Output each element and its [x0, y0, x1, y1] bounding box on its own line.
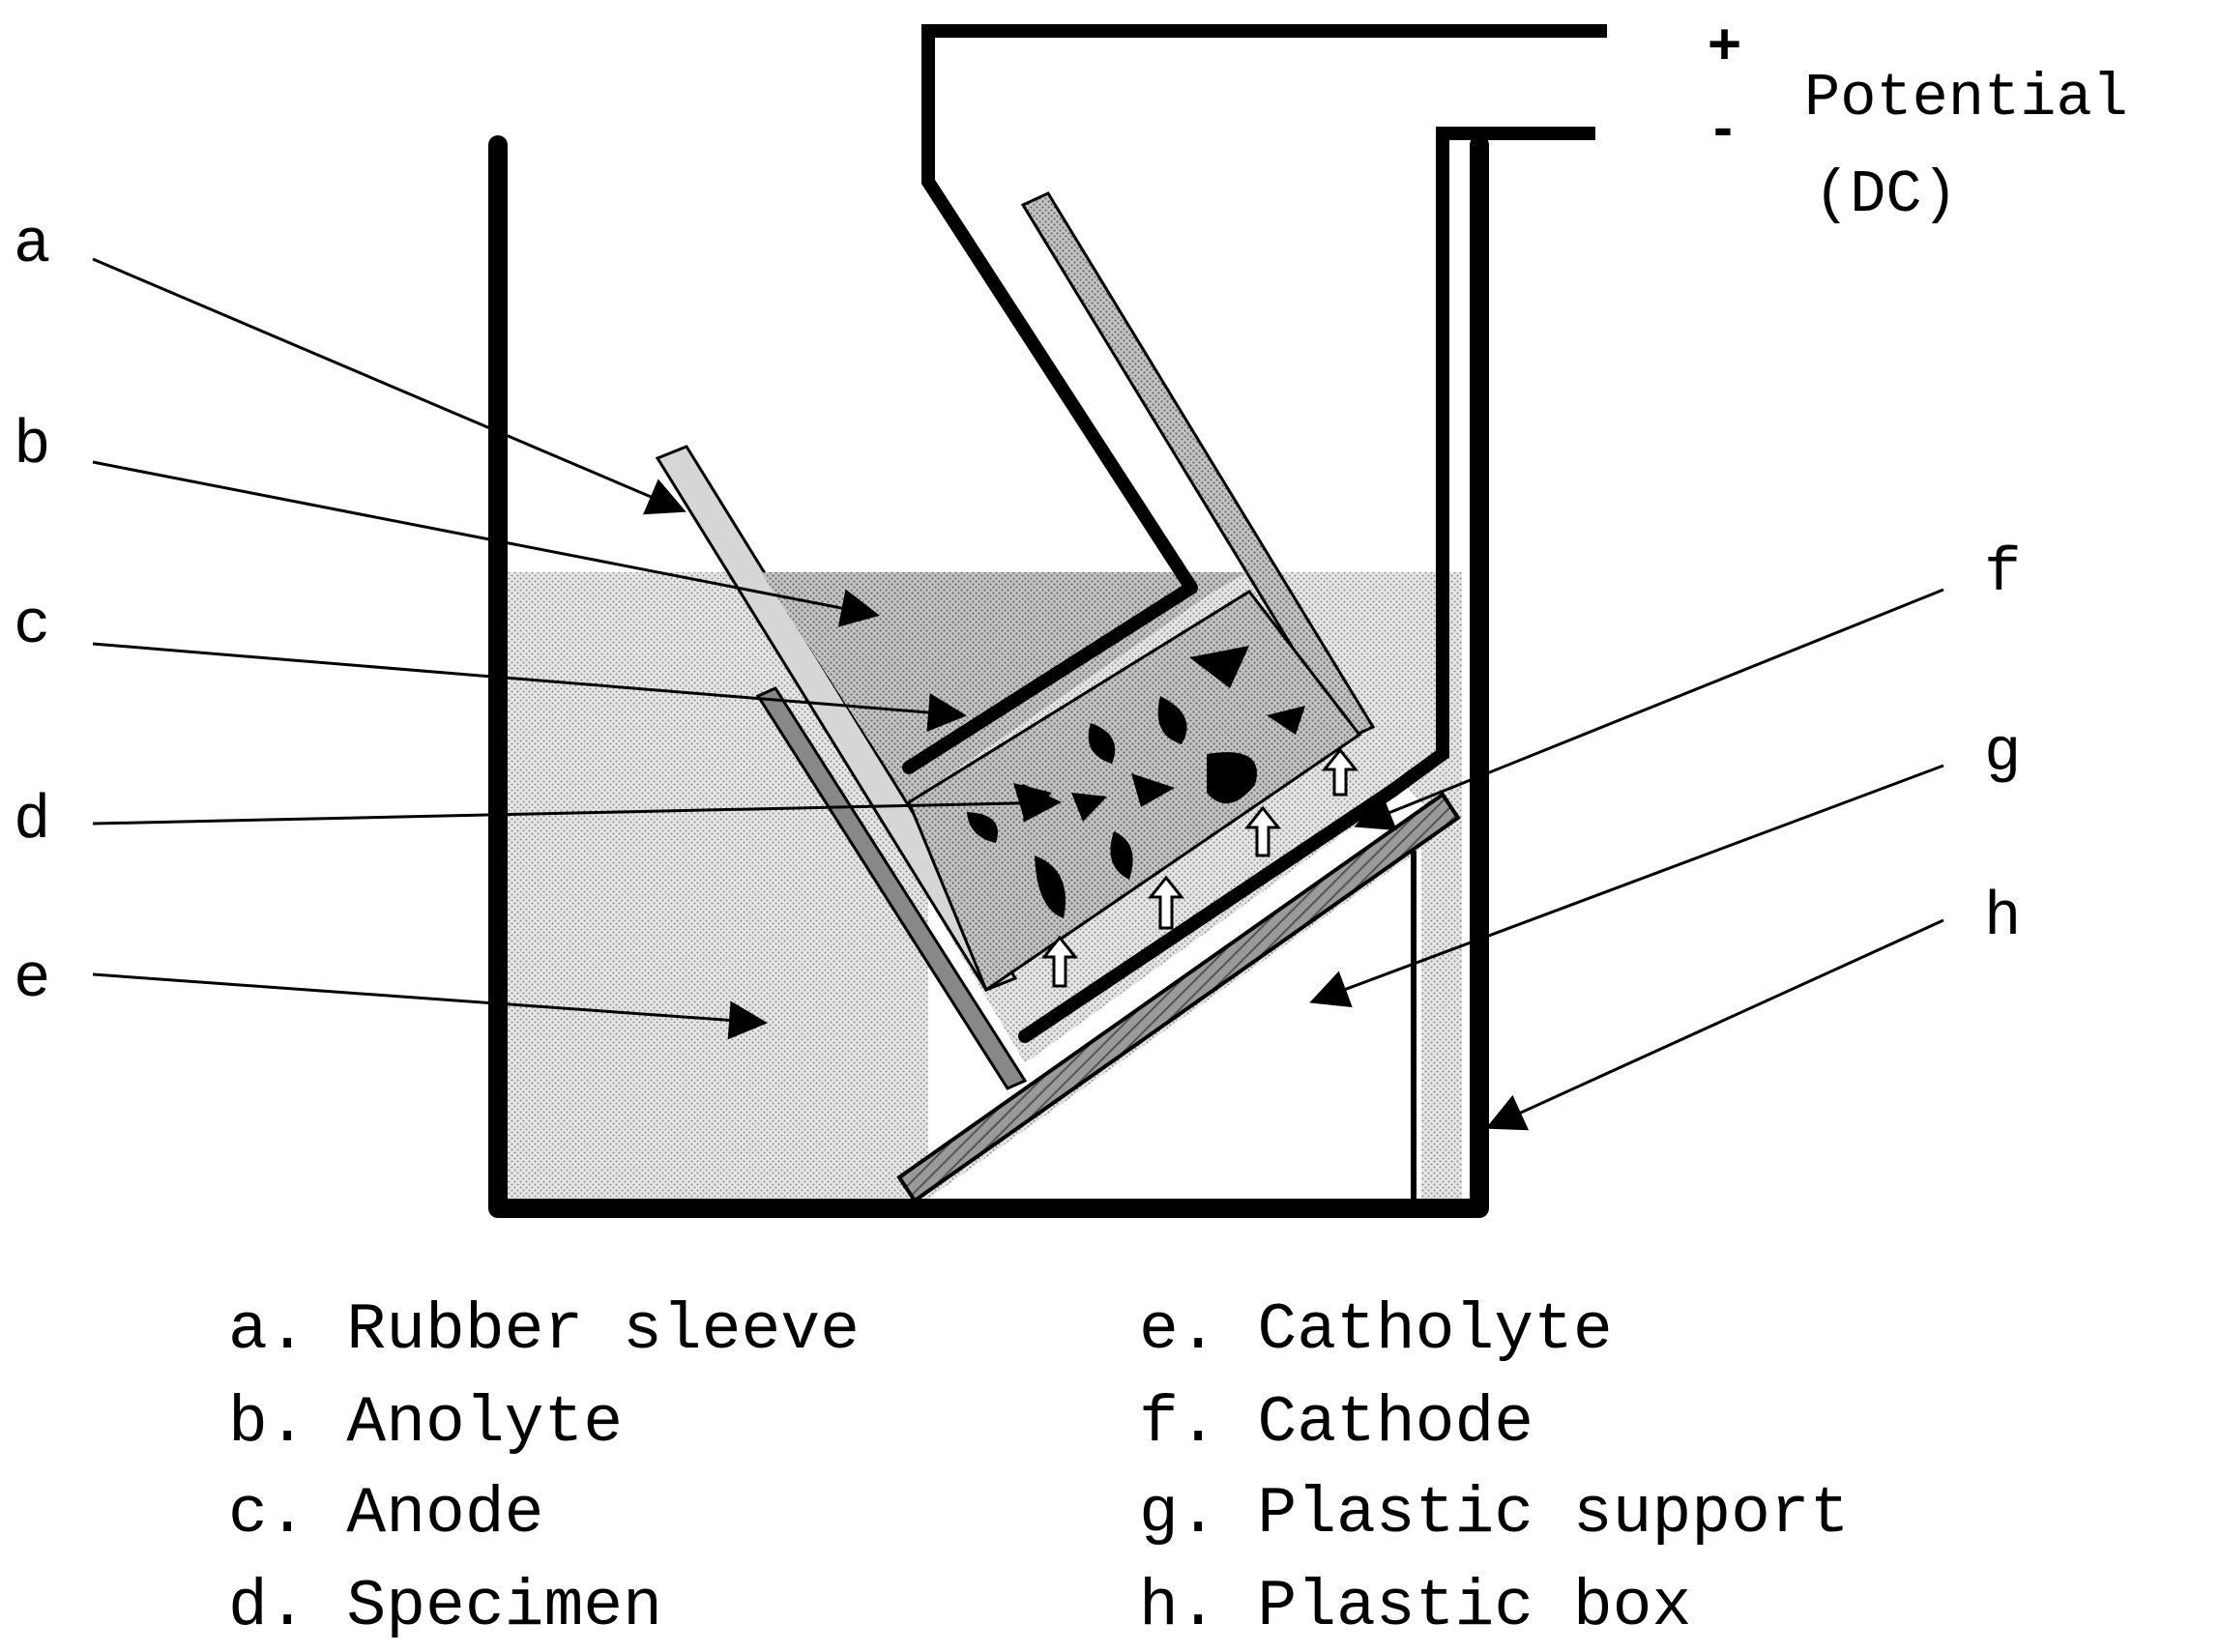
callout-g: g [1984, 719, 2021, 789]
aggregate-particles [967, 646, 1305, 918]
anode-wire [921, 24, 1607, 592]
minus-terminal-sign: - [1713, 95, 1733, 159]
dc-label: (DC) [1814, 160, 1958, 229]
legend: a. Rubber sleeve b. Anolyte c. Anode d. … [228, 1293, 1850, 1644]
legend-item-h: h. Plastic box [1139, 1570, 1691, 1644]
leader-e [92, 972, 768, 1040]
callout-b: b [14, 412, 50, 481]
leader-d [92, 783, 1062, 826]
rubber-sleeve-right [1020, 191, 1376, 740]
cathode-plate-gray [755, 686, 1028, 1090]
leader-lines [92, 257, 1944, 1131]
plastic-support-plate [896, 792, 1461, 1203]
leader-g [1309, 764, 1944, 1008]
anode [902, 581, 1198, 774]
leader-c [92, 642, 967, 732]
callout-h: h [1984, 884, 2021, 953]
legend-item-c: c. Anode [228, 1477, 543, 1551]
legend-item-a: a. Rubber sleeve [228, 1293, 860, 1368]
callout-d: d [14, 787, 50, 856]
potential-label: Potential [1804, 64, 2128, 132]
leader-f [1354, 588, 1944, 831]
rubber-sleeve-left [655, 445, 1018, 992]
plus-terminal-sign: + [1708, 12, 1741, 76]
legend-item-d: d. Specimen [228, 1570, 662, 1644]
catholyte-lower [503, 899, 928, 1208]
callout-a: a [14, 211, 50, 280]
legend-item-b: b. Anolyte [228, 1386, 623, 1461]
legend-item-f: f. Cathode [1139, 1386, 1534, 1461]
cathode-wire [1388, 127, 1595, 797]
leader-a [92, 257, 686, 515]
legend-item-e: e. Catholyte [1139, 1293, 1613, 1368]
migration-arrows [1040, 747, 1359, 988]
callout-c: c [14, 592, 50, 661]
plastic-support-region [928, 849, 1421, 1199]
callout-e: e [14, 945, 50, 1015]
specimen [907, 590, 1362, 993]
callout-f: f [1984, 539, 2021, 609]
legend-item-g: g. Plastic support [1139, 1477, 1850, 1551]
leader-b [92, 460, 880, 627]
leader-h [1485, 918, 1944, 1131]
cathode [1018, 784, 1399, 1043]
